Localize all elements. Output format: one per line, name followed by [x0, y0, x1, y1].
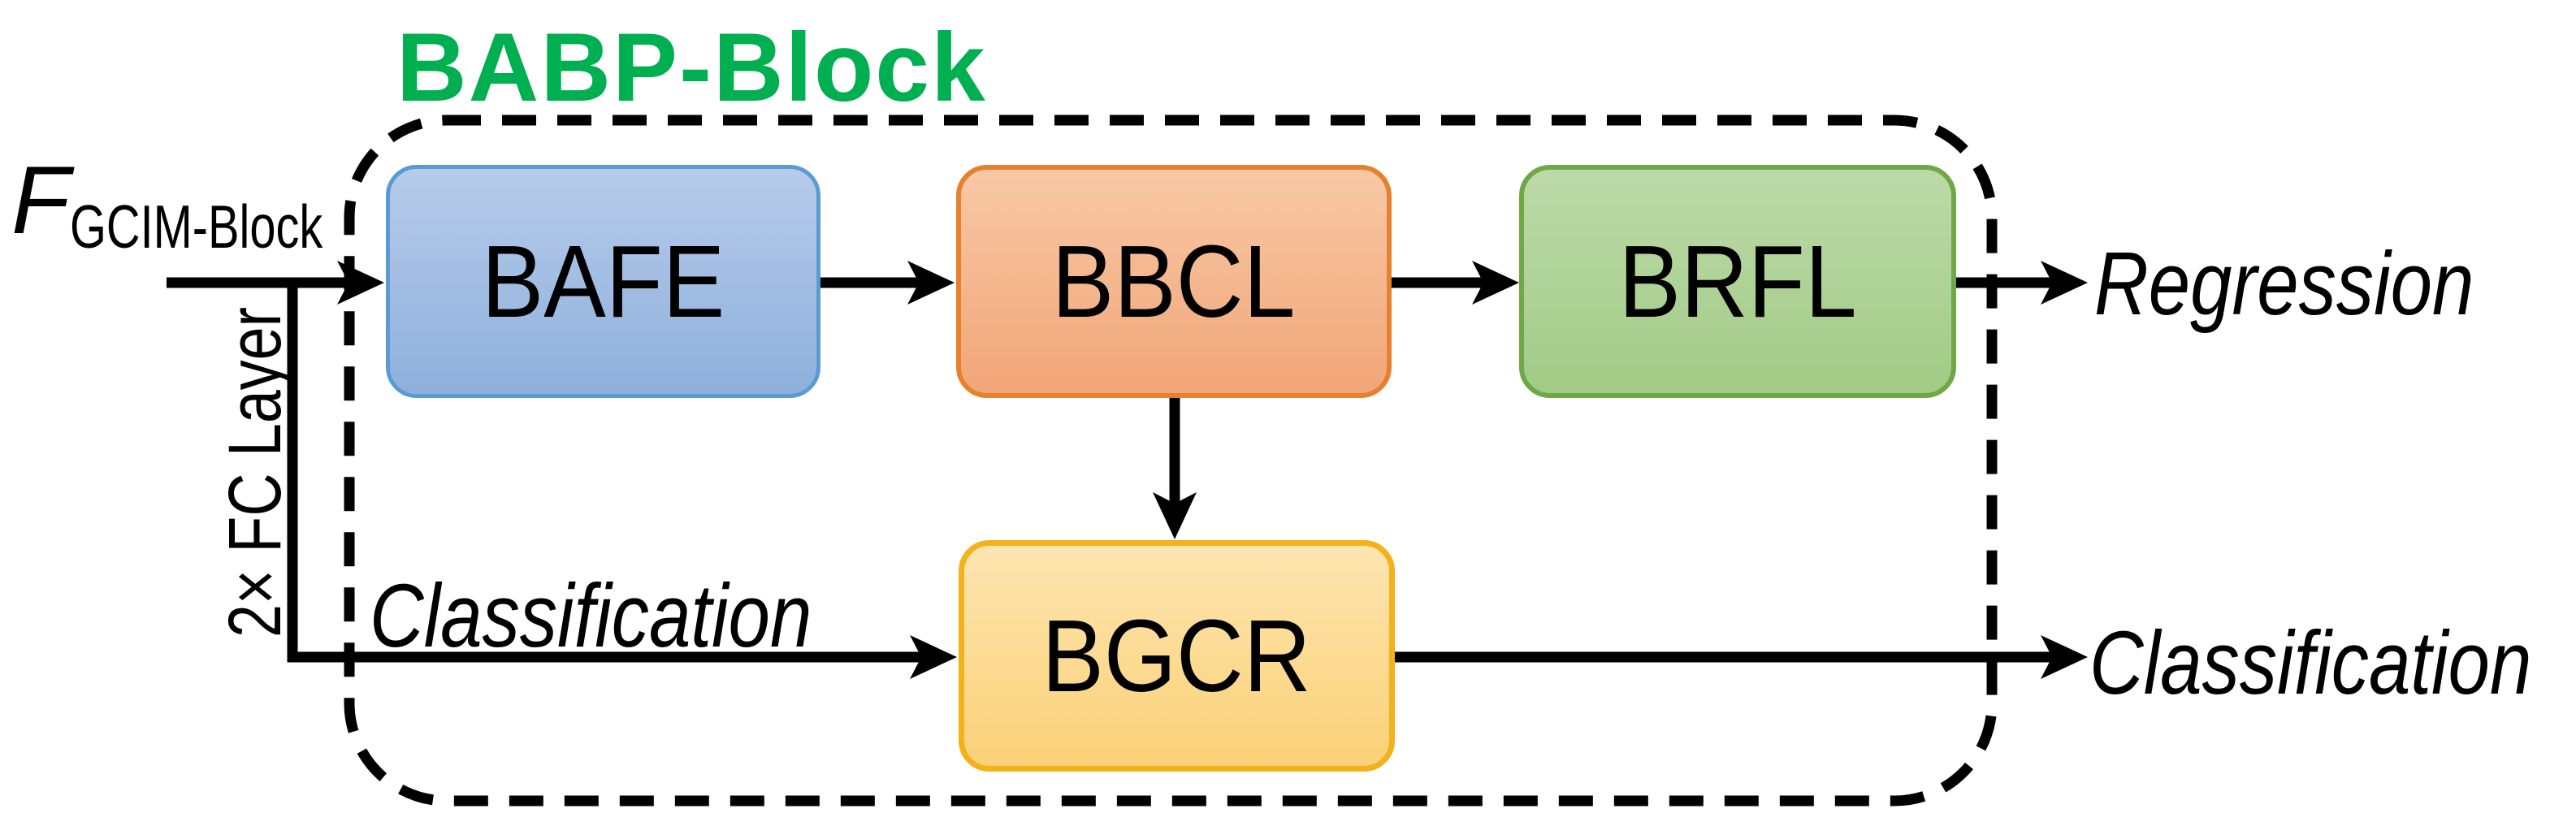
arrow-bbcl-bgcr-head [1153, 492, 1197, 539]
block-brfl: BRFL [1519, 165, 1956, 398]
arrow-input-head [337, 261, 384, 305]
input-feature-symbol: F [11, 147, 71, 254]
input-feature-subscript: GCIM-Block [70, 192, 323, 261]
regression-output-label: Regression [2094, 234, 2474, 334]
block-bafe: BAFE [386, 165, 820, 398]
arrow-regression-head [2041, 261, 2088, 305]
input-feature-label: FGCIM-Block [11, 147, 398, 257]
block-bgcr: BGCR [959, 540, 1395, 772]
classification-output-label: Classification [2089, 613, 2532, 713]
block-brfl-label: BRFL [1618, 223, 1857, 339]
arrow-bgcr-in-head [910, 635, 957, 679]
figure-title: BABP-Block [396, 13, 987, 122]
block-bbcl-label: BBCL [1052, 223, 1296, 339]
arrow-bbcl-brfl-head [1472, 261, 1519, 305]
block-bgcr-label: BGCR [1041, 598, 1312, 713]
babp-dashed-boundary [344, 115, 1998, 807]
block-bbcl: BBCL [956, 165, 1392, 398]
block-bafe-label: BAFE [481, 223, 725, 339]
arrow-bafe-bbcl-head [907, 261, 955, 305]
arrow-classification-head [2041, 635, 2088, 679]
fc-layer-label: 2× FC Layer [214, 306, 297, 638]
classification-branch-label: Classification [370, 566, 812, 666]
